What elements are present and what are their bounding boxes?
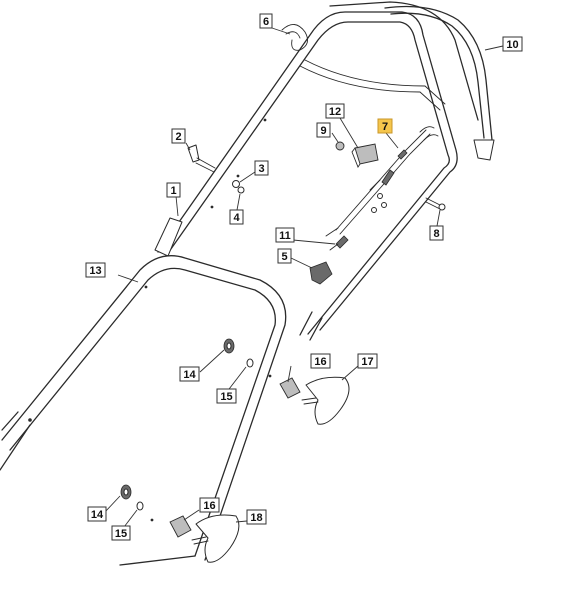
callout-label-3: 3 <box>258 163 264 175</box>
callout-4: 4 <box>229 209 244 225</box>
callout-label-6: 6 <box>263 16 269 28</box>
clamp-block-part-16-lower <box>169 515 192 538</box>
callout-label-7: 7 <box>382 121 388 133</box>
bail-lever-part-10 <box>384 5 495 161</box>
lower-handle-part-13 <box>0 255 287 566</box>
quick-release-lever-part-17 <box>301 376 350 425</box>
callout-10: 10 <box>502 36 523 52</box>
callout-label-5: 5 <box>281 251 287 263</box>
callout-13: 13 <box>85 262 106 278</box>
upper-handle <box>157 1 479 341</box>
quick-release-lever-part-18 <box>191 514 240 563</box>
callout-14-upper: 14 <box>179 366 200 382</box>
callout-7: 7 <box>377 118 393 134</box>
callout-17: 17 <box>357 353 378 369</box>
callout-label-14-upper: 14 <box>183 369 196 381</box>
callout-15-lower: 15 <box>111 525 131 541</box>
callout-label-14-lower: 14 <box>91 509 104 521</box>
callout-16-upper: 16 <box>310 353 331 369</box>
bolt-part-2 <box>187 144 216 173</box>
callout-15-upper: 15 <box>216 388 237 404</box>
washer-part-15-upper <box>246 358 254 368</box>
callout-9: 9 <box>316 122 331 138</box>
callout-label-12: 12 <box>329 106 341 118</box>
callout-1: 1 <box>166 182 181 198</box>
callout-16-lower: 16 <box>199 497 220 513</box>
handle-end-part-1 <box>154 217 183 257</box>
callout-label-11: 11 <box>279 230 291 242</box>
wire-clip-part-6 <box>281 24 309 51</box>
callout-label-10: 10 <box>506 39 518 51</box>
bolt-part-8 <box>425 197 446 211</box>
callout-label-9: 9 <box>320 125 326 137</box>
callout-2: 2 <box>171 128 186 144</box>
nut-part-3 <box>232 180 240 188</box>
callout-label-15-lower: 15 <box>115 528 127 540</box>
washer-part-15-lower <box>136 501 144 511</box>
knob-washer-part-14-upper <box>223 338 235 354</box>
callout-6: 6 <box>259 13 273 29</box>
callout-12: 12 <box>325 103 345 119</box>
callout-label-13: 13 <box>89 265 101 277</box>
callout-18: 18 <box>246 509 267 525</box>
callout-label-4: 4 <box>233 212 240 224</box>
cable-hook-part-5 <box>309 261 333 285</box>
callout-label-17: 17 <box>361 356 373 368</box>
callout-label-15-upper: 15 <box>220 391 232 403</box>
cable-clamp-part-12 <box>351 143 379 168</box>
nut-part-9 <box>335 141 345 151</box>
cable-end-part-11 <box>329 235 349 251</box>
callout-5: 5 <box>277 248 292 264</box>
callout-label-16-lower: 16 <box>203 500 215 512</box>
callout-8: 8 <box>429 225 444 241</box>
washer-part-4 <box>237 186 245 194</box>
callout-label-16-upper: 16 <box>314 356 326 368</box>
callout-label-2: 2 <box>175 131 181 143</box>
callout-label-18: 18 <box>250 512 262 524</box>
callout-label-8: 8 <box>433 228 439 240</box>
callout-3: 3 <box>254 160 269 176</box>
control-cable-part-7 <box>325 126 439 237</box>
callout-label-1: 1 <box>170 185 176 197</box>
callout-11: 11 <box>275 227 295 243</box>
callout-14-lower: 14 <box>87 506 107 522</box>
knob-washer-part-14-lower <box>120 484 132 500</box>
clamp-block-part-16-upper <box>279 377 301 399</box>
